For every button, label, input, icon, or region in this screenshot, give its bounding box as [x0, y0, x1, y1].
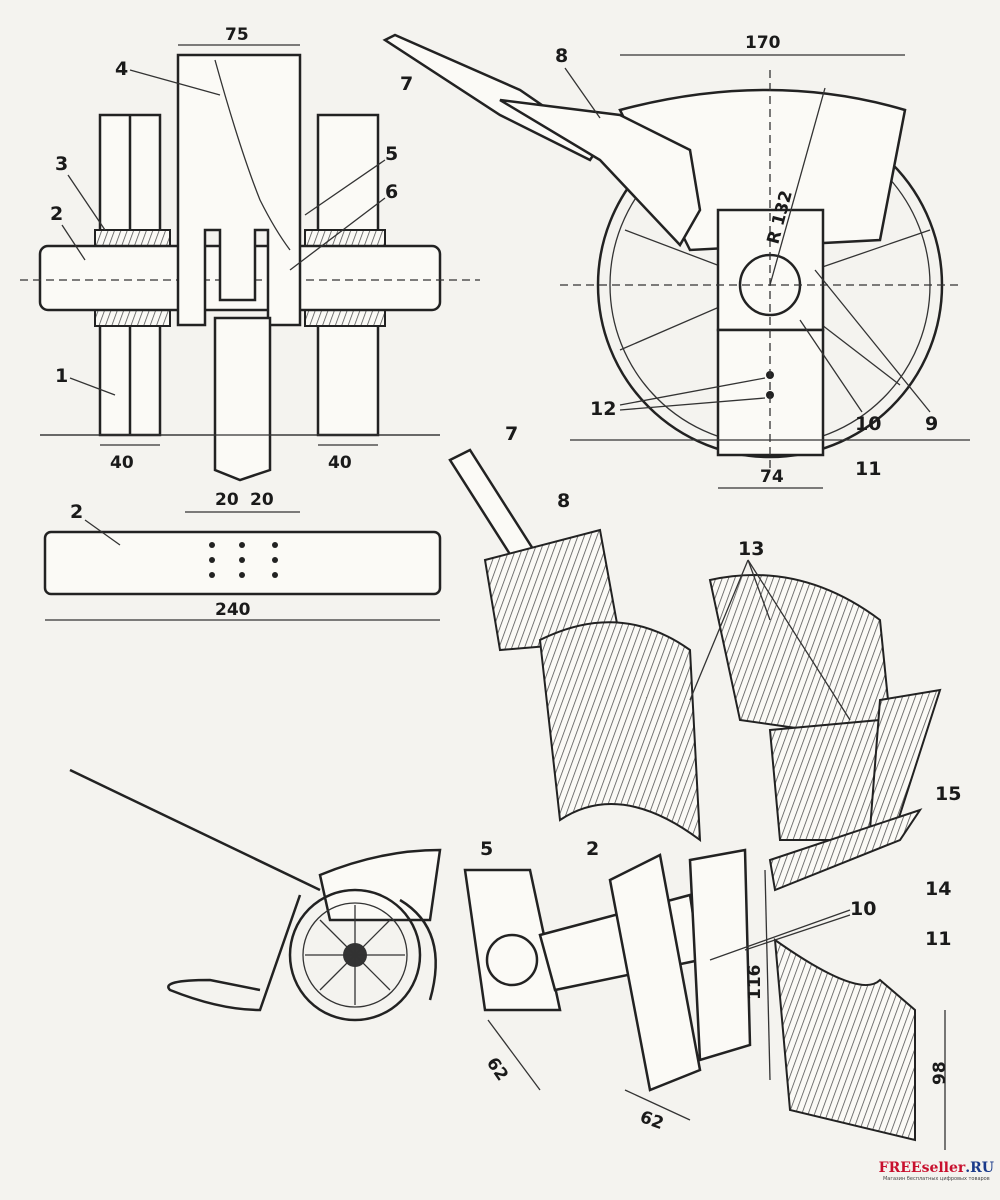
label-14: 14 [925, 878, 951, 900]
watermark-domain: .RU [965, 1160, 994, 1176]
front-view: 75 40 40 4 3 2 5 6 1 [20, 25, 480, 482]
label-1: 1 [55, 365, 68, 387]
label-3: 3 [55, 153, 68, 175]
dim-240: 240 [215, 600, 251, 620]
plate-10b-exploded [688, 848, 752, 1062]
label-6: 6 [385, 181, 398, 203]
dim-20-b: 20 [250, 490, 274, 510]
label-11-exploded: 11 [925, 928, 951, 950]
label-5: 5 [385, 143, 398, 165]
coulter [213, 316, 272, 482]
shaft [43, 530, 442, 596]
dim-left-wheel: 40 [110, 453, 134, 473]
dim-74: 74 [760, 467, 784, 487]
label-7-exploded: 7 [505, 423, 518, 445]
label-2-shaft: 2 [70, 501, 83, 523]
label-8-side: 8 [555, 45, 568, 67]
disc-13-b [708, 574, 892, 732]
watermark-tagline: Магазин бесплатных цифровых товаров [882, 1176, 990, 1182]
exploded-view: 7 8 13 15 14 5 2 10 11 62 62 116 98 [448, 423, 961, 1150]
dim-98: 98 [930, 1061, 950, 1085]
hopper-sketch [318, 848, 442, 922]
part-11-exploded [773, 937, 916, 1142]
dim-20-a: 20 [215, 490, 239, 510]
shaft-view: 20 20 240 2 [43, 490, 442, 621]
label-2-exploded: 2 [586, 838, 599, 860]
dim-62-plate10: 62 [637, 1107, 666, 1134]
hopper [176, 53, 302, 327]
label-2: 2 [50, 203, 63, 225]
assembled-seeder-sketch [69, 768, 442, 1022]
label-9: 9 [925, 413, 938, 435]
label-8-exploded: 8 [557, 490, 570, 512]
disc-13-c [768, 718, 887, 841]
label-13: 13 [738, 538, 764, 560]
dim-116: 116 [745, 965, 765, 1001]
label-7-side: 7 [400, 73, 413, 95]
side-view: R 132 170 74 7 8 12 10 9 11 [382, 33, 970, 489]
label-15: 15 [935, 783, 961, 805]
label-11-side: 11 [855, 458, 881, 480]
dim-170: 170 [745, 33, 781, 53]
label-5-exploded: 5 [480, 838, 493, 860]
dim-62-plate5: 62 [482, 1054, 512, 1085]
bracket-8 [499, 98, 702, 248]
label-12: 12 [590, 398, 616, 420]
watermark-brand: FREEseller [878, 1160, 966, 1176]
strip-15 [868, 688, 942, 831]
label-10-exploded: 10 [850, 898, 876, 920]
disc-13-a [538, 621, 702, 843]
label-10-side: 10 [855, 413, 881, 435]
wheel-sketch [288, 888, 422, 1022]
dim-right-wheel: 40 [328, 453, 352, 473]
dim-75: 75 [225, 25, 249, 45]
blade-14 [768, 808, 923, 892]
watermark: FREEseller.RU Магазин бесплатных цифровы… [879, 1160, 994, 1182]
plate-10-exploded [608, 853, 702, 1092]
label-4: 4 [115, 58, 128, 80]
